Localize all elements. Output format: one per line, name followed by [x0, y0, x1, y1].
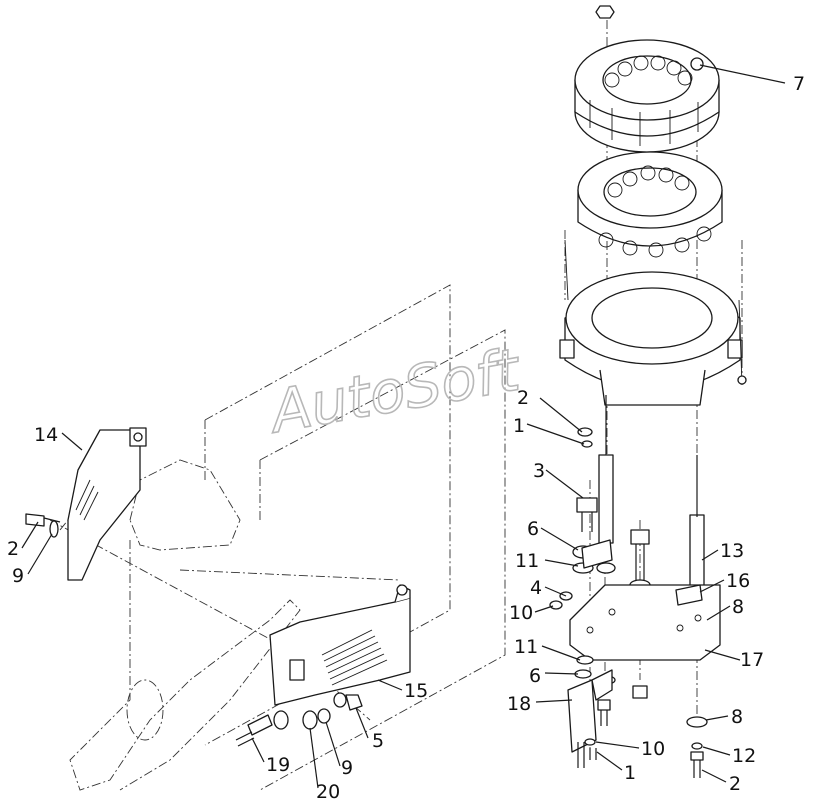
callout-6-bottom: 6 [529, 665, 541, 687]
callout-3: 3 [533, 460, 545, 482]
bearing-ring-upper [574, 39, 720, 153]
hardware-lower-left [235, 692, 363, 747]
callout-10-bottom: 10 [641, 738, 665, 760]
callout-1-bottom: 1 [624, 762, 636, 784]
callout-18: 18 [507, 693, 531, 715]
callout-11-top: 11 [515, 550, 539, 572]
callout-12: 12 [732, 745, 756, 767]
nut-7 [595, 5, 704, 71]
callout-5: 5 [372, 730, 384, 752]
central-post [598, 395, 705, 588]
callout-8-bottom: 8 [731, 706, 743, 728]
callout-10-top: 10 [509, 602, 533, 624]
callout-13: 13 [720, 540, 744, 562]
callout-11-bottom: 11 [514, 636, 538, 658]
swivel-housing [559, 239, 747, 406]
callout-2-bottom: 2 [729, 773, 741, 795]
callout-2-left: 2 [7, 538, 19, 560]
callout-4: 4 [530, 577, 542, 599]
callout-1-top: 1 [513, 415, 525, 437]
watermark: AutoSoft [262, 335, 526, 446]
callout-8-top: 8 [732, 596, 744, 618]
callout-17: 17 [740, 649, 764, 671]
mounting-plate-17 [569, 539, 721, 661]
leader-lines [21, 64, 786, 789]
guard-15 [269, 584, 411, 706]
callout-7: 7 [793, 73, 805, 95]
bracket-18 [567, 655, 648, 768]
guard-14 [25, 427, 147, 581]
callout-2-top: 2 [517, 387, 529, 409]
callout-15: 15 [404, 680, 428, 702]
bearing-ring-middle [577, 151, 723, 258]
callout-labels: 7 2 1 3 6 11 4 10 11 6 18 13 16 8 17 8 1… [7, 73, 805, 803]
callout-19: 19 [266, 754, 290, 776]
callout-6-top: 6 [527, 518, 539, 540]
callout-9-left: 9 [12, 565, 24, 587]
callout-16: 16 [726, 570, 750, 592]
callout-14: 14 [34, 424, 58, 446]
callout-20: 20 [316, 781, 340, 803]
callout-9-bottom: 9 [341, 757, 353, 779]
